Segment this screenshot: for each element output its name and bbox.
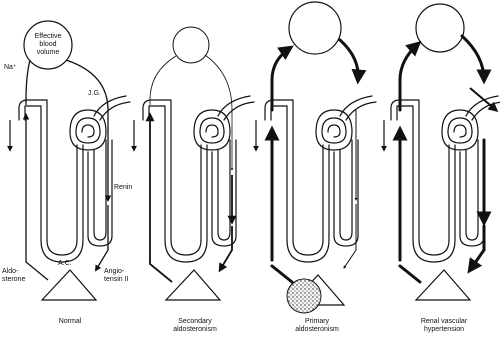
aldosterone-label: Aldo- sterone xyxy=(2,268,25,284)
jg-label: J.G. xyxy=(88,90,101,98)
ebv-line-1: Effective xyxy=(35,33,62,41)
panel-normal xyxy=(10,21,130,300)
sodium-label: Na⁺ xyxy=(4,64,17,72)
caption-secondary-line-1: Secondary xyxy=(158,318,232,326)
panel-renal-vascular xyxy=(384,4,500,300)
adrenal-cortex-2 xyxy=(166,270,220,300)
adrenal-cortex-4 xyxy=(416,270,470,300)
caption-primary-line-1: Primary xyxy=(280,318,354,326)
ac-label: A.C. xyxy=(58,260,72,268)
caption-secondary: Secondary aldosteronism xyxy=(158,318,232,334)
caption-normal-line-1: Normal xyxy=(40,318,100,326)
angiotensin-line-1: Angio- xyxy=(104,268,129,276)
angiotensin-line-2: tensin II xyxy=(104,276,129,284)
ebv-line-3: volume xyxy=(37,49,60,57)
caption-renal-line-2: hypertension xyxy=(404,326,484,334)
caption-primary: Primary aldosteronism xyxy=(280,318,354,334)
ebv-line-2: blood xyxy=(39,41,56,49)
aldosterone-line-2: sterone xyxy=(2,276,25,284)
caption-secondary-line-2: aldosteronism xyxy=(158,326,232,334)
blood-volume-circle-3 xyxy=(289,2,341,54)
blood-volume-circle-2 xyxy=(173,27,209,63)
caption-primary-line-2: aldosteronism xyxy=(280,326,354,334)
adrenal-cortex xyxy=(42,270,96,300)
panel-secondary xyxy=(134,27,254,300)
renin-label: Renin xyxy=(114,184,132,192)
blood-volume-circle-4 xyxy=(416,4,464,52)
panel-primary xyxy=(256,2,376,313)
aldosterone-line-1: Aldo- xyxy=(2,268,25,276)
caption-renal-vascular: Renal vascular hypertension xyxy=(404,318,484,334)
angiotensin-label: Angio- tensin II xyxy=(104,268,129,284)
effective-blood-volume-label: Effective blood volume xyxy=(22,28,74,62)
caption-renal-line-1: Renal vascular xyxy=(404,318,484,326)
adrenal-tumor xyxy=(287,279,321,313)
caption-normal: Normal xyxy=(40,318,100,326)
